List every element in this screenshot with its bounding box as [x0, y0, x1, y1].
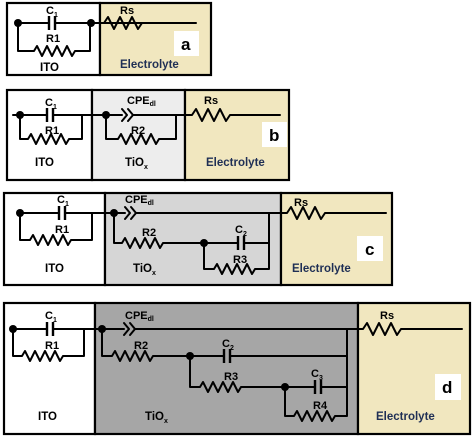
r2-label: R2 — [131, 125, 145, 137]
junction-node — [14, 19, 22, 27]
cpe-element — [121, 108, 128, 122]
resistor-r1 — [19, 114, 83, 145]
ito-label: ITO — [35, 157, 54, 169]
resistor-r1 — [12, 328, 85, 362]
ito-label: ITO — [38, 411, 57, 423]
r3-label: R3 — [224, 371, 238, 383]
c2-label: C2 — [235, 224, 247, 238]
panel-letter: d — [442, 378, 452, 397]
junction-node — [16, 209, 24, 217]
c1-label: C1 — [57, 194, 69, 208]
r3-label: R3 — [233, 254, 247, 266]
resistor-r2 — [105, 114, 177, 145]
electrolyte-label: Electrolyte — [292, 263, 351, 275]
c1-label: C1 — [46, 5, 58, 19]
junction-node — [186, 352, 194, 360]
cpe-element — [123, 322, 130, 336]
junction-node — [102, 111, 110, 119]
resistor-r4 — [284, 328, 348, 422]
rs-label: Rs — [120, 5, 134, 17]
rs-label: Rs — [204, 95, 218, 107]
r1-label: R1 — [45, 125, 59, 137]
panel-d: C1 R1 CPEdl R2 C2 R3 C3 R4 Rs ITO TiOx E… — [2, 301, 472, 436]
tiox-label: TiOx — [145, 411, 168, 425]
panel-letter-box — [435, 374, 461, 400]
panel-a: C1 R1 Rs ITO Electrolyte a — [5, 1, 213, 77]
r4-label: R4 — [313, 400, 328, 412]
electrolyte-label: Electrolyte — [120, 59, 179, 71]
resistor-r1 — [17, 22, 91, 57]
panel-b: C1 R1 CPEdl R2 Rs ITO TiOx Electrolyte b — [5, 88, 291, 182]
c2-label: C2 — [222, 338, 234, 352]
c1-label: C1 — [45, 310, 57, 324]
resistor-r3 — [203, 242, 270, 275]
electrolyte-label: Electrolyte — [376, 411, 435, 423]
junction-node — [16, 111, 24, 119]
ito-label: ITO — [45, 263, 64, 275]
electrolyte-region — [356, 301, 472, 436]
cpe-element — [124, 206, 131, 220]
cpe-label: CPEdl — [125, 310, 154, 323]
panel-letter: a — [181, 35, 191, 54]
junction-node — [87, 19, 95, 27]
rs-label: Rs — [294, 197, 308, 209]
resistor-rs — [183, 108, 281, 122]
ito-region — [5, 1, 102, 77]
resistor-rs — [357, 322, 463, 336]
r2-label: R2 — [134, 340, 148, 352]
panel-letter: b — [269, 126, 279, 145]
r1-label: R1 — [46, 33, 60, 45]
resistor-r2 — [101, 328, 191, 362]
junction-node — [110, 209, 118, 217]
junction-node — [9, 325, 17, 333]
panel-c: C1 R1 CPEdl R2 C2 R3 Rs ITO TiOx Electro… — [2, 191, 394, 287]
panel-letter-box — [174, 31, 199, 56]
panel-letter: c — [365, 240, 374, 259]
panel-letter-box — [357, 236, 383, 261]
resistor-rs — [99, 16, 197, 30]
junction-node — [200, 239, 208, 247]
c3-label: C3 — [311, 368, 323, 382]
c1-label: C1 — [45, 97, 57, 111]
resistor-r3 — [189, 355, 286, 393]
resistor-rs — [280, 206, 387, 220]
panel-letter-box — [262, 122, 287, 147]
resistor-r1 — [19, 212, 93, 246]
r2-label: R2 — [142, 227, 156, 239]
resistor-r2 — [113, 212, 205, 249]
cpe-label: CPEdl — [127, 95, 156, 108]
tiox-label: TiOx — [125, 157, 148, 171]
tiox-label: TiOx — [133, 263, 156, 277]
ito-label: ITO — [40, 62, 59, 74]
tiox-region — [93, 301, 360, 436]
junction-node — [281, 383, 289, 391]
junction-node — [98, 325, 106, 333]
electrolyte-label: Electrolyte — [206, 157, 265, 169]
r1-label: R1 — [55, 224, 69, 236]
r1-label: R1 — [45, 340, 59, 352]
rs-label: Rs — [380, 310, 394, 322]
cpe-label: CPEdl — [125, 194, 154, 207]
